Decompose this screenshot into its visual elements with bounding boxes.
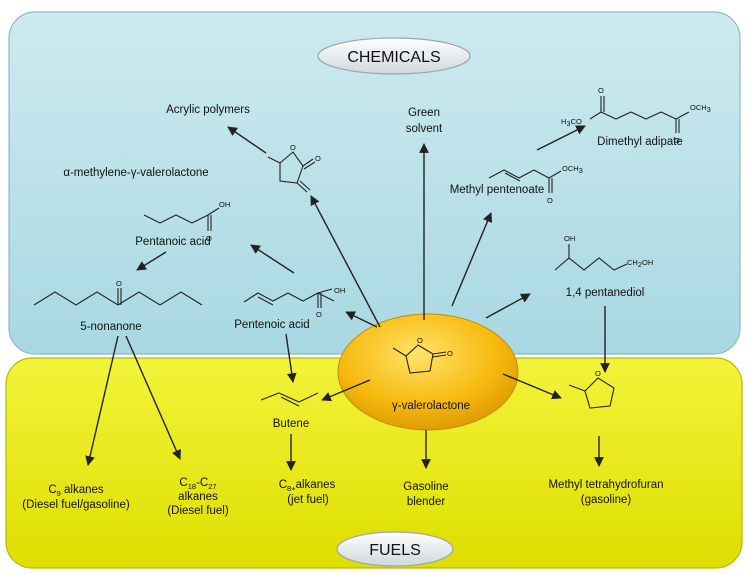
- c9-alkanes-label: C9 alkanes: [48, 484, 104, 498]
- c18-c27-alkanes-label: alkanes: [178, 491, 218, 503]
- c8-use-label: (jet fuel): [287, 494, 329, 506]
- arrow-gvl-to-mthf: [502, 373, 562, 400]
- arrow-pentanoic-to-nonanone: [136, 251, 167, 271]
- dimethyl-adipate-label: Dimethyl adipate: [597, 136, 683, 148]
- butene-structure: [260, 392, 319, 407]
- svg-text:O: O: [417, 336, 423, 345]
- methyl-pentenoate-structure: O OCH3: [488, 164, 583, 205]
- gasoline-blender-line2: blender: [407, 496, 446, 508]
- dimethyl-adipate-structure: H3CO O O OCH3: [561, 86, 711, 145]
- c18-c27-label: C18-C27: [179, 477, 216, 491]
- mthf-structure: O: [568, 369, 615, 409]
- svg-text:OH: OH: [564, 234, 575, 243]
- arrow-pentenoate-to-adipate: [536, 125, 586, 151]
- pentenoic-acid-structure: O OH: [243, 286, 345, 319]
- mvl-label: α-methylene-γ-valerolactone: [63, 167, 208, 179]
- fuels-header: FUELS: [336, 531, 454, 567]
- arrow-gvl-to-pentenoic: [345, 311, 378, 328]
- arrow-gvl-to-pentenoate: [451, 212, 493, 307]
- pentanoic-acid-label: Pentanoic acid: [135, 236, 210, 248]
- gvl-label: γ-valerolactone: [392, 400, 470, 412]
- gasoline-blender-line1: Gasoline: [403, 481, 448, 493]
- svg-text:O: O: [674, 136, 680, 145]
- gvl-structure: O O: [392, 336, 453, 374]
- pentanediol-structure: OH CH2OH: [554, 234, 653, 271]
- arrow-gvl-to-pentanediol: [485, 293, 531, 319]
- svg-text:CH2OH: CH2OH: [627, 258, 653, 269]
- svg-text:H3CO: H3CO: [561, 117, 582, 128]
- svg-text:O: O: [290, 143, 296, 152]
- mthf-label: Methyl tetrahydrofuran: [548, 479, 663, 491]
- nonanone-structure: O: [33, 279, 203, 306]
- svg-text:OH: OH: [334, 286, 345, 295]
- arrow-gvl-to-mvl: [310, 195, 381, 328]
- c9-use-label: (Diesel fuel/gasoline): [22, 499, 130, 511]
- svg-text:OCH3: OCH3: [690, 103, 711, 114]
- nonanone-label: 5-nonanone: [80, 321, 141, 333]
- arrow-mvl-to-acrylic: [227, 126, 267, 154]
- mvl-structure: O O: [267, 143, 321, 193]
- chemicals-header-label: CHEMICALS: [347, 49, 440, 66]
- green-solvent-line1: Green: [408, 107, 440, 119]
- arrow-pentenoic-to-butene: [285, 333, 297, 383]
- svg-text:O: O: [595, 369, 601, 378]
- green-solvent-line2: solvent: [406, 123, 443, 135]
- pentanoic-acid-structure: O OH: [143, 200, 230, 243]
- svg-text:OH: OH: [219, 200, 230, 209]
- svg-text:O: O: [206, 234, 212, 243]
- svg-text:O: O: [116, 279, 122, 288]
- svg-text:O: O: [315, 154, 321, 163]
- pentenoic-acid-label: Pentenoic acid: [234, 319, 309, 331]
- svg-text:O: O: [447, 349, 453, 358]
- svg-text:O: O: [547, 196, 553, 205]
- svg-text:OCH3: OCH3: [562, 164, 583, 175]
- svg-text:O: O: [598, 86, 604, 95]
- gvl-oval: [337, 313, 519, 431]
- arrow-pentenoic-to-pentanoic: [250, 244, 295, 274]
- svg-text:O: O: [316, 310, 322, 319]
- butene-label: Butene: [273, 418, 309, 430]
- mthf-use-label: (gasoline): [581, 494, 632, 506]
- c18-c27-use-label: (Diesel fuel): [167, 505, 229, 517]
- c8-alkanes-label: C8+alkanes: [279, 479, 336, 493]
- arrow-nonanone-to-c9: [85, 335, 119, 466]
- methyl-pentenoate-label: Methyl pentenoate: [450, 184, 545, 196]
- arrow-nonanone-to-c18: [125, 335, 181, 460]
- acrylic-polymers-label: Acrylic polymers: [166, 104, 250, 116]
- chemicals-header: CHEMICALS: [317, 37, 471, 75]
- pentanediol-label: 1,4 pentanediol: [566, 287, 645, 299]
- fuels-header-label: FUELS: [369, 542, 421, 559]
- arrow-gvl-to-butene: [321, 379, 371, 402]
